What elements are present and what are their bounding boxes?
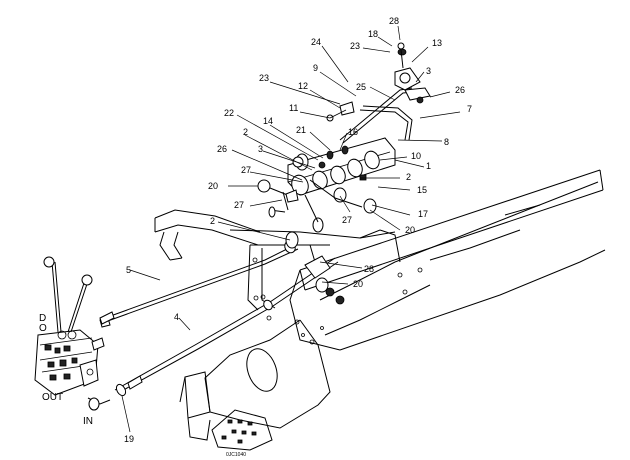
callout-28-low: 28 xyxy=(364,264,374,274)
callout-25: 25 xyxy=(356,82,366,92)
callout-10: 10 xyxy=(411,151,421,161)
callout-20-a: 20 xyxy=(208,181,218,191)
callout-20-b: 20 xyxy=(405,225,415,235)
callout-28-top: 28 xyxy=(389,16,399,26)
callout-12: 12 xyxy=(298,81,308,91)
callout-8: 8 xyxy=(444,137,449,147)
callout-11: 11 xyxy=(289,103,298,113)
callouts: 28 18 13 24 23 9 3 25 26 23 12 7 11 22 1… xyxy=(124,16,472,444)
cables xyxy=(99,240,345,397)
drawing-code: 0JC1040 xyxy=(226,452,246,458)
out-label: OUT xyxy=(42,392,63,403)
lower-bracket xyxy=(179,319,331,441)
callout-18: 18 xyxy=(368,29,378,39)
callout-23-mid: 23 xyxy=(259,73,269,83)
callout-27-b: 27 xyxy=(234,200,244,210)
callout-13: 13 xyxy=(432,38,442,48)
callout-9: 9 xyxy=(313,63,318,73)
callout-26-left: 26 xyxy=(217,144,227,154)
crossmember xyxy=(154,209,401,311)
base-plate xyxy=(211,409,273,451)
callout-24: 24 xyxy=(311,37,321,47)
callout-1: 1 xyxy=(426,161,431,171)
frame-rail xyxy=(260,169,606,351)
callout-23-top: 23 xyxy=(350,41,360,51)
top-bracket xyxy=(326,42,431,122)
callout-19: 19 xyxy=(124,434,134,444)
callout-4: 4 xyxy=(174,312,179,322)
callout-21: 21 xyxy=(296,125,306,135)
callout-16: 16 xyxy=(348,127,358,137)
in-label: IN xyxy=(83,416,93,427)
in-fitting: IN xyxy=(83,397,111,427)
callout-20-c: 20 xyxy=(353,279,363,289)
valve-letter-b: O xyxy=(39,323,47,334)
callout-27-c: 27 xyxy=(342,215,352,225)
callout-17: 17 xyxy=(418,209,428,219)
callout-3-mid: 3 xyxy=(258,144,263,154)
callout-15: 15 xyxy=(417,185,427,195)
callout-7: 7 xyxy=(467,104,472,114)
callout-2-c: 2 xyxy=(210,216,215,226)
callout-27-a: 27 xyxy=(241,165,251,175)
callout-5: 5 xyxy=(126,265,131,275)
callout-26: 26 xyxy=(455,85,465,95)
callout-22: 22 xyxy=(224,108,234,118)
callout-2-a: 2 xyxy=(243,127,248,137)
callout-3-top: 3 xyxy=(426,66,431,76)
control-valve: D O OUT xyxy=(34,256,111,403)
valve-letter-a: D xyxy=(39,313,46,324)
leader-lines xyxy=(121,25,461,433)
callout-2-b: 2 xyxy=(406,172,411,182)
callout-14: 14 xyxy=(263,116,273,126)
